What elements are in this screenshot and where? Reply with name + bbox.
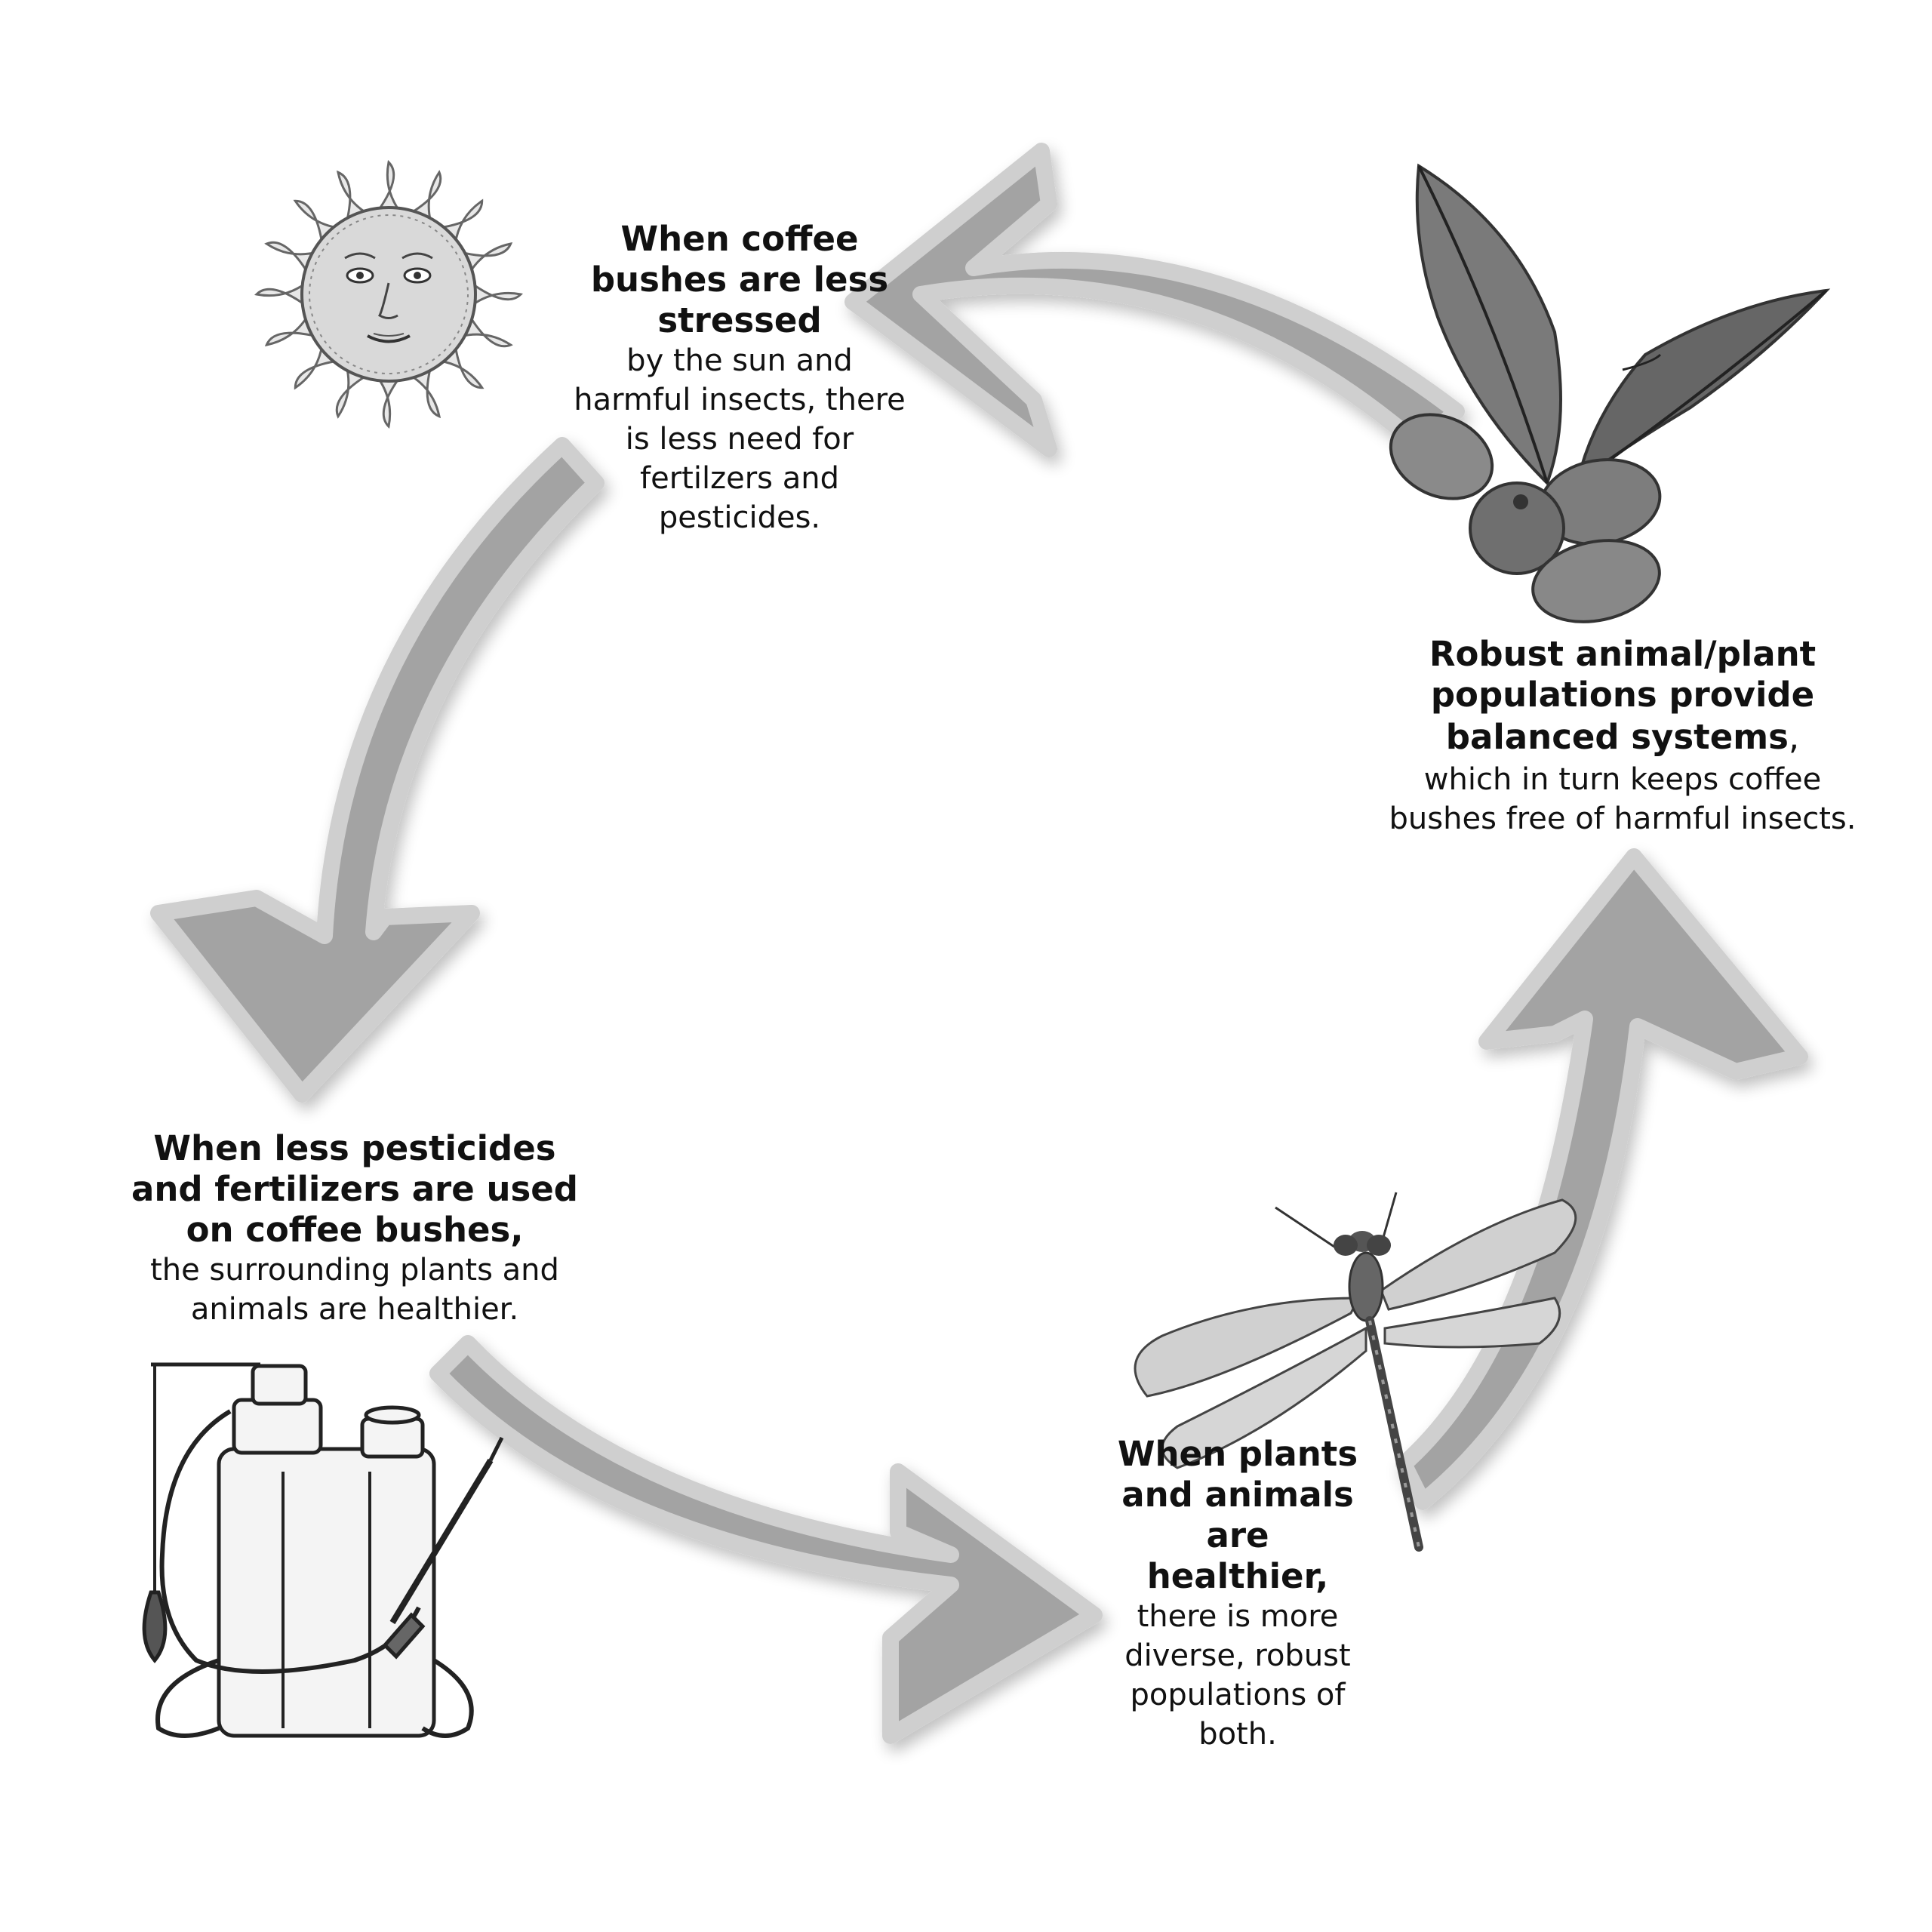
caption-left: When less pesticides and fertilizers are… — [113, 1128, 596, 1329]
caption-bottom: When plants and animals are healthier, t… — [1117, 1434, 1358, 1754]
arrow-left — [150, 437, 605, 1103]
caption-left-text: the surrounding plants and animals are h… — [150, 1253, 559, 1327]
caption-bottom-bold: When plants and animals are healthier, — [1117, 1434, 1358, 1596]
sun-ray — [374, 375, 403, 429]
arrow-right — [1395, 848, 1808, 1510]
arrow-bottom — [429, 1335, 1103, 1744]
dragonfly-icon — [1134, 1192, 1577, 1552]
sun-ray — [335, 364, 371, 419]
caption-right-comma: , — [1788, 717, 1800, 757]
sun-ray — [458, 242, 513, 276]
caption-top-text: by the sun and harmful insects, there is… — [574, 343, 906, 535]
caption-right-text: which in turn keeps coffee bushes free o… — [1389, 761, 1857, 836]
sun-ray — [374, 159, 403, 214]
sprayer-icon — [142, 1362, 504, 1738]
sun-ray — [407, 170, 442, 225]
caption-left-bold: When less pesticides and fertilizers are… — [131, 1128, 578, 1250]
caption-bottom-text: there is more diverse, robust population… — [1124, 1599, 1351, 1752]
sun-ray — [407, 364, 441, 419]
sun-ray — [264, 312, 319, 347]
coffee-plant-icon — [1389, 163, 1831, 623]
sun-ray — [469, 280, 524, 309]
arrow-top — [844, 143, 1465, 457]
caption-right-bold: Robust animal/plant populations provide … — [1429, 634, 1817, 757]
caption-right: Robust animal/plant populations provide … — [1374, 634, 1872, 838]
sun-ray — [336, 170, 371, 225]
sun-ray — [264, 241, 319, 276]
caption-top-bold: When coffee bushes are less stressed — [590, 219, 889, 340]
sun-ray — [458, 312, 513, 348]
sun-icon — [254, 159, 524, 429]
caption-top: When coffee bushes are less stressed by … — [574, 219, 906, 537]
sun-ray — [254, 280, 308, 309]
